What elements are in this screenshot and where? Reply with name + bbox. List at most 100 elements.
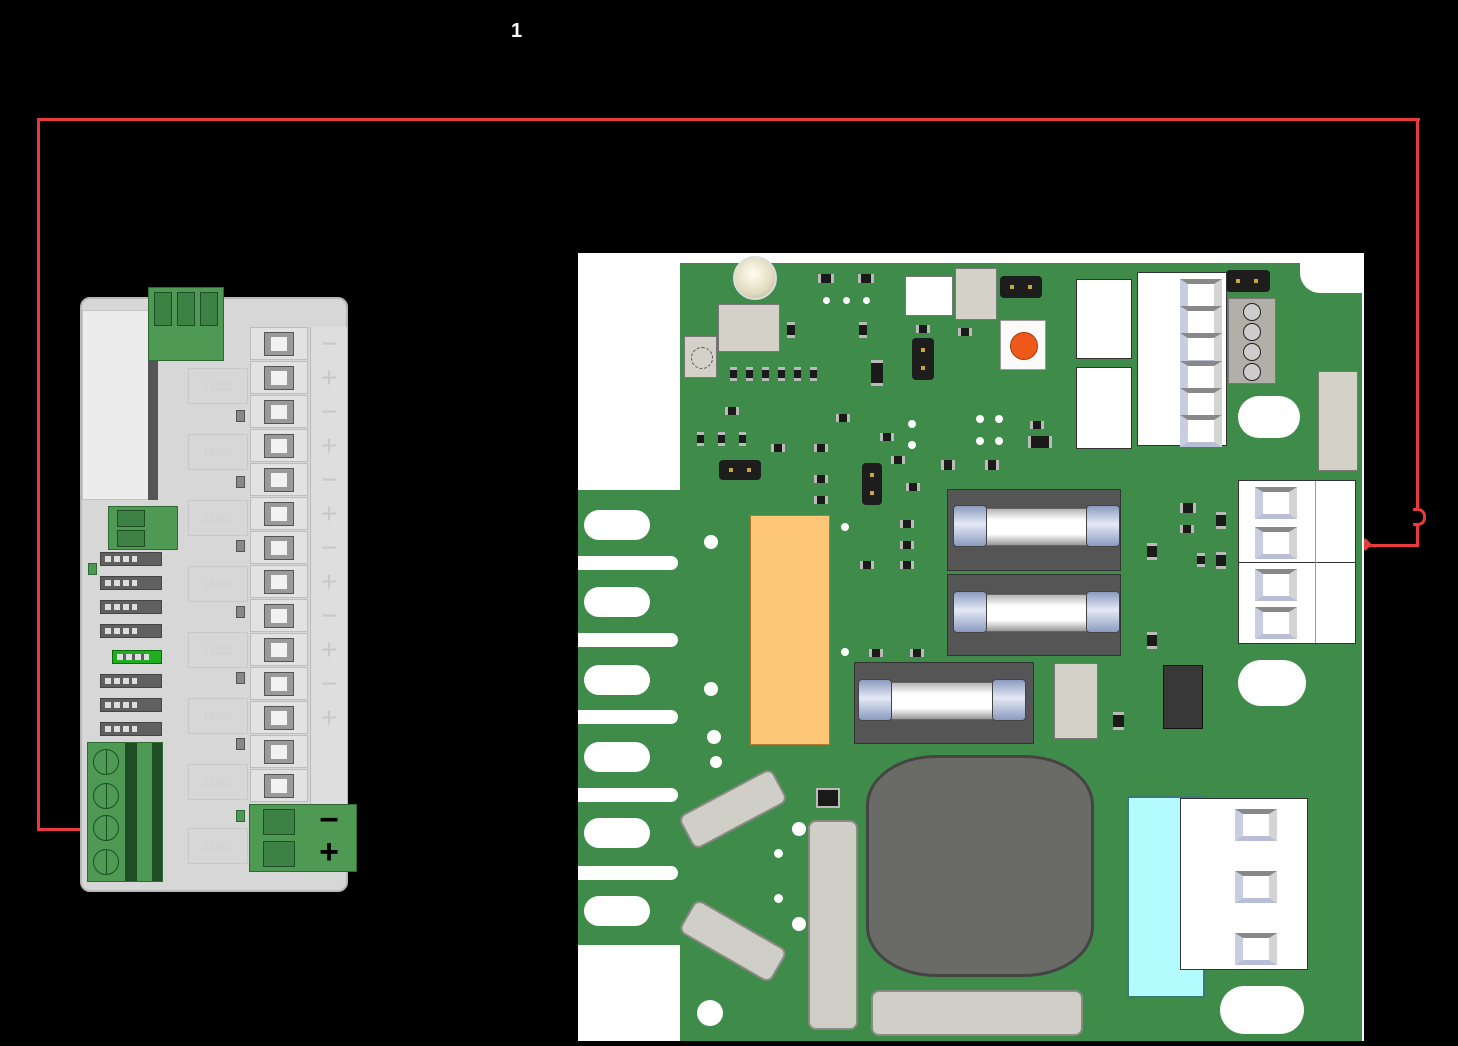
module-relay: 13101 [188,500,248,536]
header-connector[interactable] [718,304,780,352]
module-cover-panel [82,310,150,500]
smd-resistor [810,367,817,381]
module-relay: 13101 [188,434,248,470]
output-terminal[interactable] [250,735,308,768]
jumper-header[interactable] [1226,270,1270,292]
screw-icon [93,783,119,809]
pcb-cutout [578,945,680,1041]
module-relay: 13101 [188,368,248,404]
top-output-terminal[interactable] [1137,272,1227,447]
dip-switch-5-active[interactable] [112,650,162,664]
status-led [88,563,97,575]
bus-terminal-block[interactable] [108,506,178,550]
output-terminal[interactable] [250,633,308,666]
jst-connector[interactable] [955,268,997,320]
minus-sign: − [320,668,338,699]
jst-connector[interactable] [905,276,953,316]
dip-switch-1[interactable] [100,552,162,566]
via-hole [823,297,830,304]
smd-resistor [880,433,894,441]
mounting-hole [707,730,721,744]
output-terminal[interactable] [250,565,308,598]
jumper-header[interactable] [719,460,761,480]
screw-terminal[interactable] [1228,298,1276,384]
vent-slot [584,587,650,617]
screw-icon [1243,323,1261,341]
relay-led [236,410,245,422]
output-terminal[interactable] [250,361,308,394]
top-terminal-block[interactable] [148,287,224,361]
jumper-header[interactable] [1000,276,1042,298]
smd-capacitor [941,460,955,470]
mounting-hole [710,756,722,768]
power-terminal-block[interactable]: − + [249,801,357,872]
smd-resistor [900,541,914,549]
fuse-clip [1086,505,1120,547]
output-terminal[interactable] [250,701,308,734]
output-terminal[interactable] [250,463,308,496]
wire-top-segment [38,118,1420,121]
smd-resistor [860,561,874,569]
terminal-slot [177,292,195,326]
fuse-clip [858,679,892,721]
dip-switch-6[interactable] [100,674,162,688]
relay-led [236,476,245,488]
jumper-header[interactable] [862,463,882,505]
plus-sign: + [320,498,338,529]
module-relay: 13101 [188,764,248,800]
power-plus-sign: + [319,833,339,871]
via-hole [843,297,850,304]
fuse-clip [1086,591,1120,633]
wire-crossover-hop [1413,508,1426,526]
module-relay: 13101 [188,828,248,864]
dip-switch-3[interactable] [100,600,162,614]
terminal-slot [1255,487,1297,519]
smd-resistor [1180,525,1194,533]
output-terminal[interactable] [250,395,308,428]
smd-resistor [814,475,828,483]
relay-led [236,672,245,684]
screw-icon [1243,343,1261,361]
power-minus-sign: − [319,801,339,839]
terminal-divider [1239,562,1355,563]
trimmer-pot[interactable] [684,336,717,378]
jumper-header[interactable] [912,338,934,380]
vertical-header-connector[interactable] [1318,371,1358,471]
smd-resistor [771,444,785,452]
dip-switch-4[interactable] [100,624,162,638]
mounting-hole [792,822,806,836]
output-terminal[interactable] [250,667,308,700]
keyhole-slot [1238,396,1300,438]
output-terminal[interactable] [250,497,308,530]
terminal-slot [1235,933,1277,965]
output-terminal[interactable] [250,531,308,564]
vent-finger [578,866,678,880]
output-terminal[interactable] [250,769,308,802]
smd-resistor [787,322,795,338]
smd-resistor [1147,632,1157,649]
reset-button[interactable] [1000,320,1046,370]
module-cover-edge [148,310,158,500]
smd-diode [1028,436,1052,448]
keyhole-slot [1220,986,1304,1034]
mains-input-terminal[interactable] [1180,798,1308,970]
output-terminal[interactable] [250,599,308,632]
wire-right-segment [1416,118,1419,546]
smd-resistor [869,649,883,657]
relay-led [236,540,245,552]
vent-slot [584,818,650,848]
dip-switch-8[interactable] [100,722,162,736]
output-terminal[interactable] [250,327,308,360]
screw-terminal-block[interactable] [87,742,163,882]
polarized-connector[interactable] [1054,663,1098,739]
smd-resistor [725,407,739,415]
output-terminal[interactable] [250,429,308,462]
mounting-hole [704,535,718,549]
smd-resistor [814,496,828,504]
power-terminal-minus-slot [263,809,295,835]
vent-slot [584,742,650,772]
dip-switch-7[interactable] [100,698,162,712]
dip-switch-2[interactable] [100,576,162,590]
right-input-terminal[interactable] [1238,480,1356,644]
plus-sign: + [320,362,338,393]
